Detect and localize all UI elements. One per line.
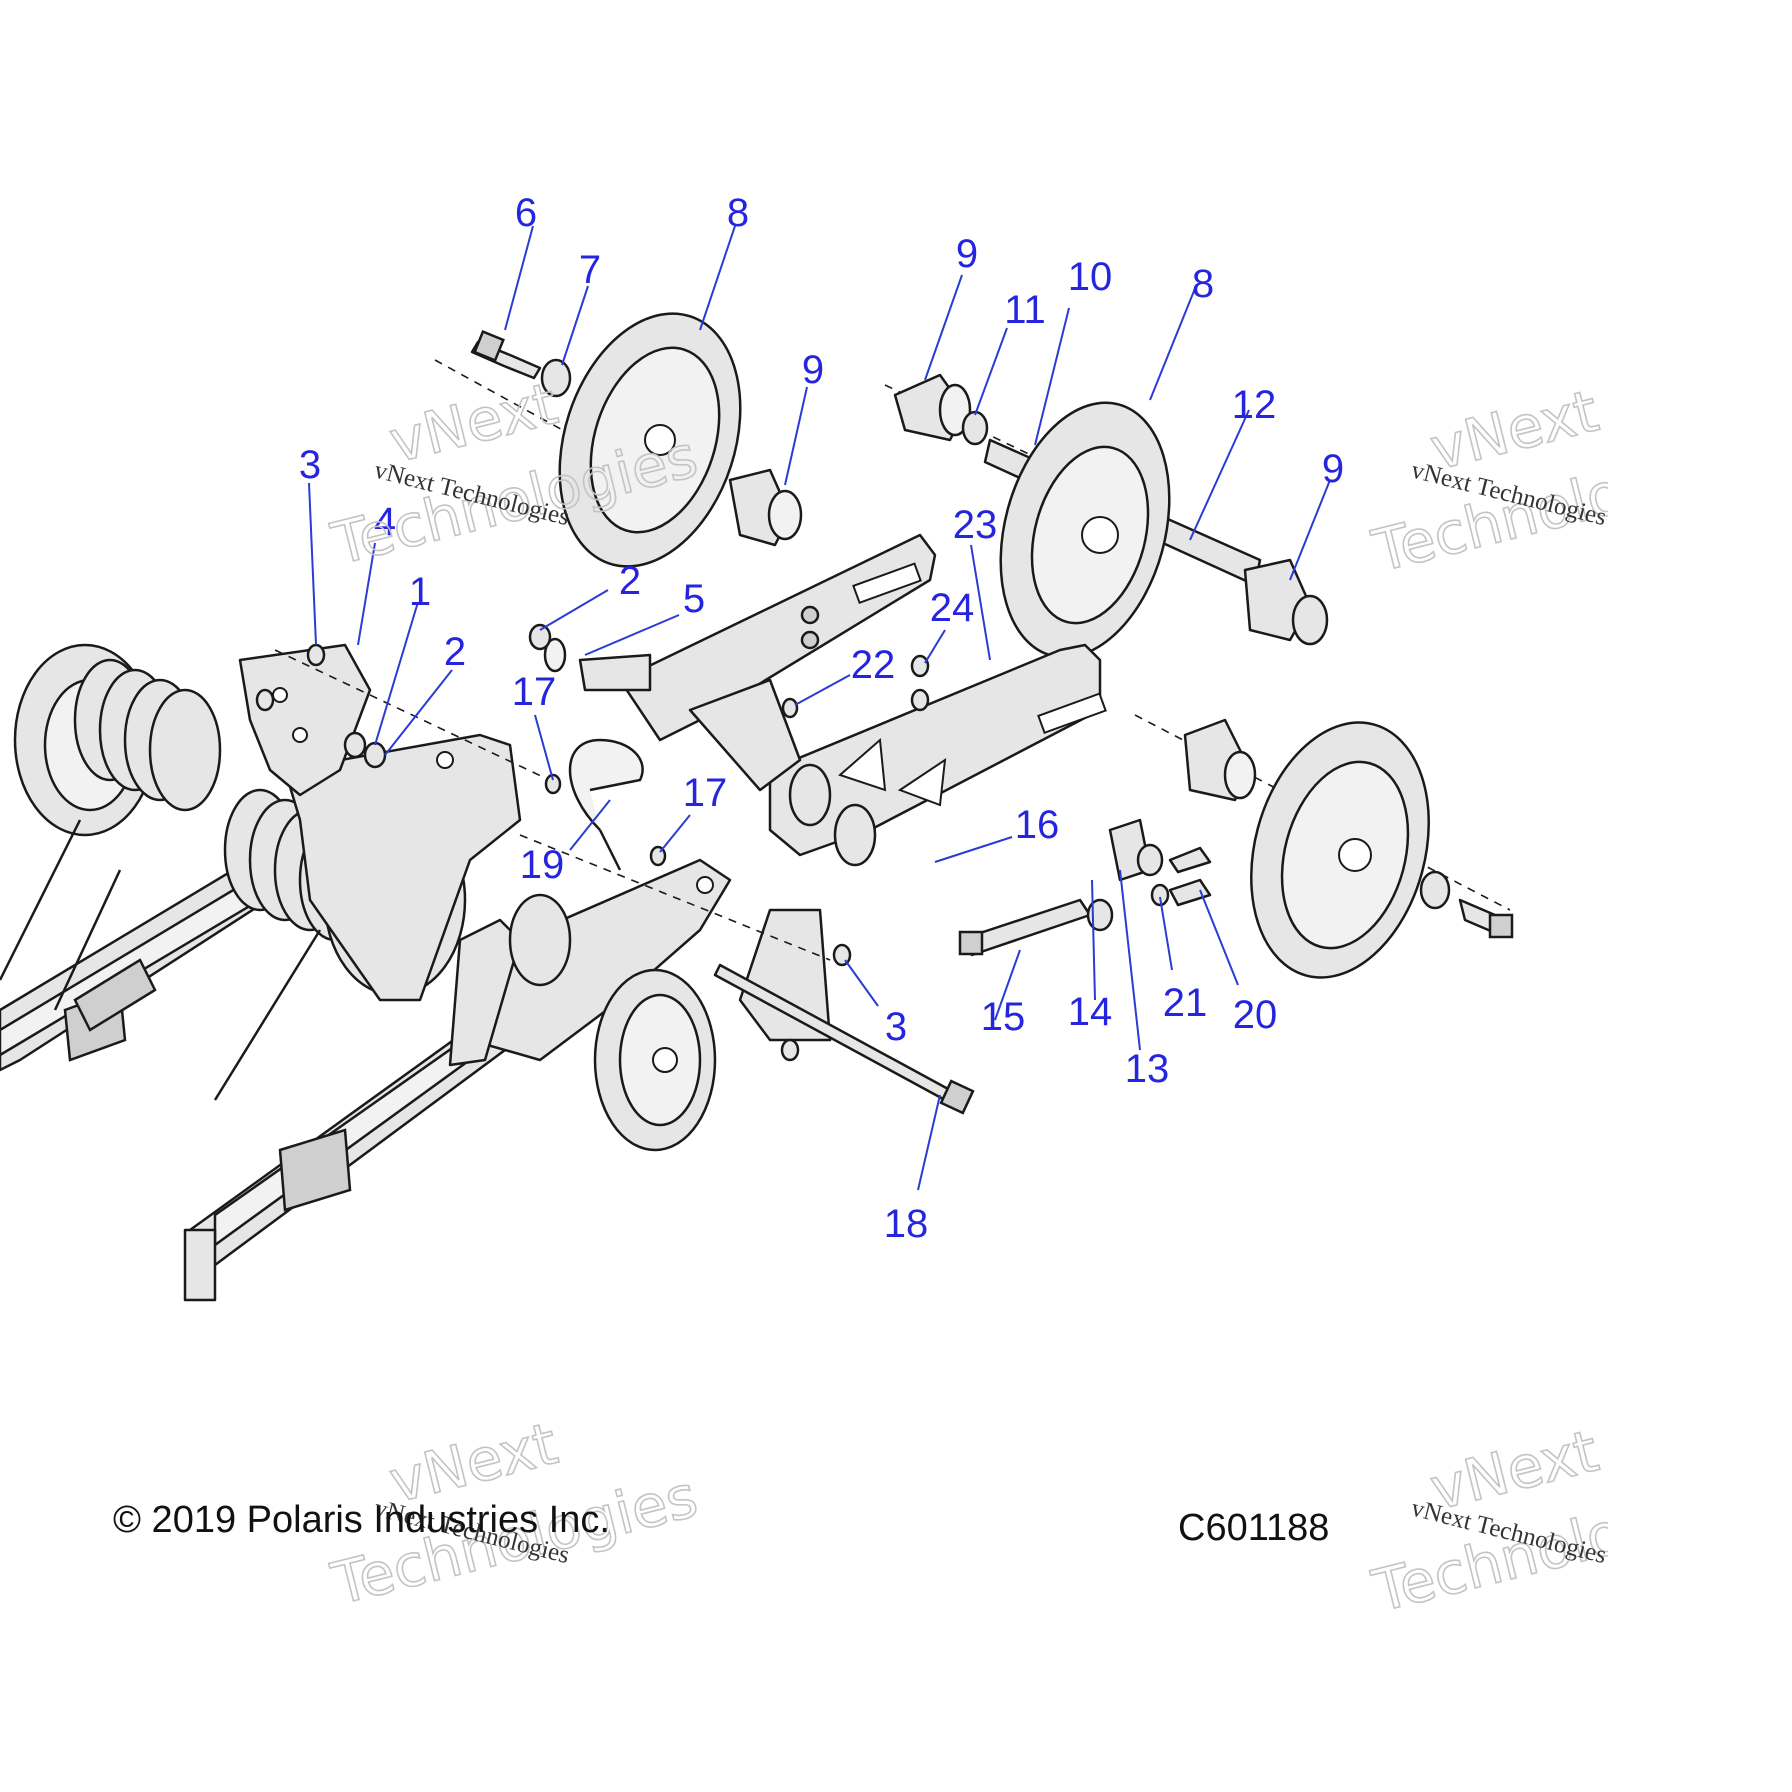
callout-24: 24 <box>930 586 975 630</box>
callout-13: 13 <box>1125 1047 1170 1091</box>
callout-2: 2 <box>444 630 466 674</box>
side-plates <box>238 643 832 1062</box>
diagram-code: C601188 <box>1178 1507 1329 1549</box>
swing-arm <box>543 533 1107 867</box>
callout-20: 20 <box>1233 993 1278 1037</box>
callout-2: 2 <box>619 559 641 603</box>
callout-12: 12 <box>1232 383 1277 427</box>
callout-17: 17 <box>512 670 557 714</box>
callout-11: 11 <box>1004 288 1046 332</box>
callout-23: 23 <box>953 503 998 547</box>
callout-15: 15 <box>981 995 1026 1039</box>
callout-5: 5 <box>683 577 705 621</box>
callout-9: 9 <box>802 348 824 392</box>
callout-1: 1 <box>409 570 431 614</box>
callout-9: 9 <box>956 232 978 276</box>
callout-4: 4 <box>374 500 396 544</box>
right-margin <box>1608 0 1792 1792</box>
callout-19: 19 <box>520 843 565 887</box>
idler-wheel-8-left <box>558 312 742 568</box>
callout-16: 16 <box>1015 803 1060 847</box>
callout-7: 7 <box>579 248 601 292</box>
idler-wheel-small <box>593 968 717 1152</box>
callout-18: 18 <box>884 1202 929 1246</box>
bolt-6 <box>470 330 542 380</box>
callout-8: 8 <box>727 191 749 235</box>
axle-assembly <box>893 373 1329 659</box>
bolt-18 <box>713 963 975 1115</box>
callout-6: 6 <box>515 191 537 235</box>
callout-numbers: 6 7 8 9 10 11 8 12 9 9 3 4 1 2 2 5 23 24… <box>299 191 1344 1246</box>
callout-leaders <box>308 225 1331 1191</box>
callout-9: 9 <box>1322 447 1344 491</box>
callout-17: 17 <box>683 771 728 815</box>
rear-shock <box>448 893 572 1067</box>
callout-3: 3 <box>299 443 321 487</box>
bearing-9-left <box>728 468 803 547</box>
callout-3: 3 <box>885 1005 907 1049</box>
callout-8: 8 <box>1192 262 1214 306</box>
fasteners-right <box>958 818 1212 957</box>
callout-22: 22 <box>851 643 896 687</box>
washer-7 <box>540 358 572 398</box>
callout-14: 14 <box>1068 990 1113 1034</box>
copyright: © 2019 Polaris Industries Inc. <box>113 1499 610 1541</box>
idler-wheel-lower-right <box>1183 718 1514 979</box>
callout-10: 10 <box>1068 255 1113 299</box>
pin-19 <box>568 738 644 871</box>
callout-21: 21 <box>1163 981 1208 1025</box>
